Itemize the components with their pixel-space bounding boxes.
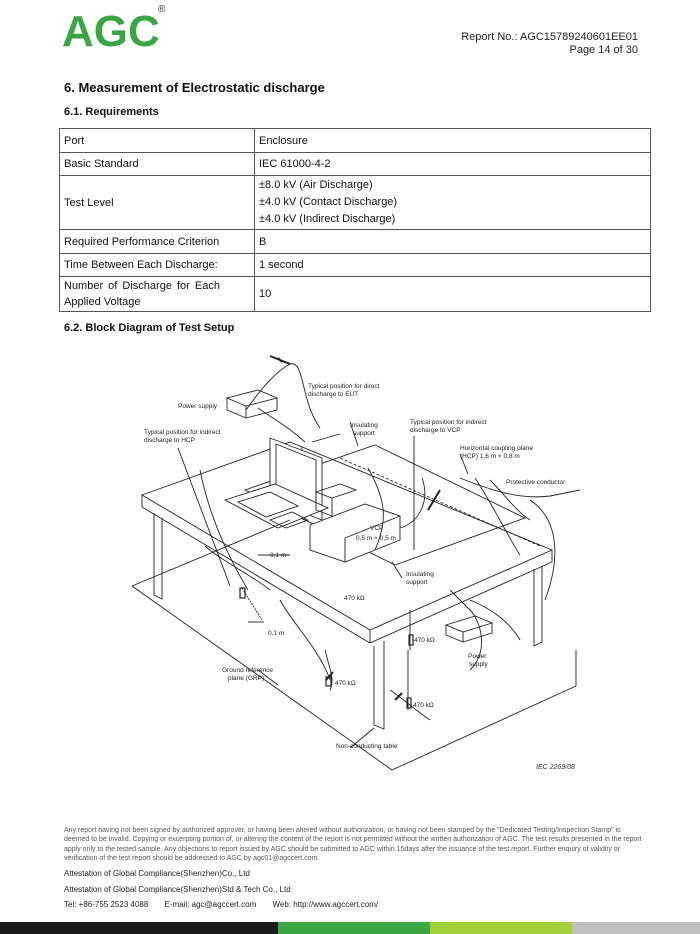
iec-figure-code: IEC 2269/08: [536, 764, 575, 771]
footer-bar-lime: [430, 922, 572, 934]
label-indirect-hcp: discharge to HCP: [144, 437, 195, 444]
label-direct-discharge: discharge to EUT: [308, 391, 358, 398]
agc-logo: AGC: [62, 10, 160, 50]
label-insulating-support: support: [406, 579, 428, 586]
company-name-2: Attestation of Global Compliance(Shenzhe…: [64, 885, 291, 894]
row-label: Required Performance Criterion: [59, 229, 255, 254]
section-title: 6. Measurement of Electrostatic discharg…: [64, 80, 325, 95]
label-vcp-size: 0,5 m × 0,5 m: [356, 535, 396, 542]
contact-tel: Tel: +86-755 2523 4088: [64, 900, 149, 909]
row-value: Enclosure: [254, 128, 651, 153]
requirements-title: 6.1. Requirements: [64, 106, 159, 118]
label-resistor: 470 kΩ: [344, 595, 365, 602]
table-leg: [153, 513, 163, 600]
test-level-contact: ±4.0 kV (Contact Discharge): [259, 196, 398, 208]
label-protective-conductor: Protective conductor: [506, 479, 566, 486]
label-resistor: 470 kΩ: [335, 680, 356, 687]
label-indirect-vcp: discharge to VCP: [410, 427, 461, 434]
contact-web[interactable]: Web: http://www.agccert.com/: [272, 900, 379, 909]
registered-mark: ®: [158, 4, 166, 15]
footer-bar-black: [0, 922, 278, 934]
row-label: Time Between Each Discharge:: [59, 253, 255, 277]
contact-email[interactable]: E-mail: agc@agccert.com: [164, 900, 257, 909]
label-indirect-vcp: Typical position for indirect: [410, 419, 487, 426]
row-label: Number of Discharge for Each Applied Vol…: [59, 276, 255, 312]
diagram-title: 6.2. Block Diagram of Test Setup: [64, 322, 235, 334]
footer-bar-gray: [572, 922, 700, 934]
label-power-supply-right: supply: [469, 661, 489, 668]
company-name-1: Attestation of Global Compliance(Shenzhe…: [64, 869, 250, 878]
table-row: Time Between Each Discharge: 1 second: [59, 253, 651, 277]
power-supply-right: [444, 615, 494, 633]
logo-text: AGC: [62, 10, 160, 50]
table-row: Number of Discharge for Each Applied Vol…: [59, 276, 651, 312]
contact-line: Tel: +86-755 2523 4088 E-mail: agc@agcce…: [64, 900, 392, 909]
power-supply-top: [225, 389, 279, 407]
label-hcp: Horizontal coupling plane: [460, 445, 533, 452]
row-label: Test Level: [59, 175, 255, 230]
disclaimer-text: Any report having not been signed by aut…: [64, 827, 642, 862]
page-number: Page 14 of 30: [569, 44, 638, 56]
grp-plane: [131, 519, 577, 771]
label-vcp: VCP: [370, 525, 383, 532]
row-value: IEC 61000-4-2: [254, 152, 651, 176]
table-leg: [533, 566, 543, 647]
table-row: Required Performance Criterion B: [59, 229, 651, 254]
label-resistor: 470 kΩ: [413, 702, 434, 709]
label-resistor: 470 kΩ: [414, 637, 435, 644]
label-insulating-support: Insulating: [406, 571, 434, 578]
requirements-table: Port Enclosure Basic Standard IEC 61000-…: [59, 128, 651, 312]
row-label: Basic Standard: [59, 152, 255, 176]
label-insulating-support: Insulating: [350, 422, 378, 429]
label-distance: 0,1 m: [270, 552, 286, 559]
test-level-air: ±8.0 kV (Air Discharge): [259, 179, 373, 191]
report-number: Report No.: AGC15789240601EE01: [461, 31, 638, 43]
label-power-supply-right: Power: [468, 653, 487, 660]
label-grp: plane (GRP): [228, 675, 264, 682]
label-direct-discharge: Typical position for direct: [308, 383, 380, 390]
table-leg: [373, 641, 385, 730]
vcp-plane: [309, 503, 401, 563]
row-value: B: [254, 229, 651, 254]
label-indirect-hcp: Typical position for indirect: [144, 429, 221, 436]
label-power-supply-top: Power supply: [178, 403, 218, 410]
footer-bar-green: [278, 922, 430, 934]
label-grp: Ground reference: [222, 667, 273, 674]
label-insulating-support: support: [353, 430, 375, 437]
row-label: Port: [59, 128, 255, 153]
table-row: Basic Standard IEC 61000-4-2: [59, 152, 651, 176]
row-value: 10: [254, 276, 651, 312]
row-label-line: Applied Voltage: [64, 296, 141, 308]
label-distance: 0,1 m: [268, 630, 284, 637]
label-hcp: (HCP) 1,6 m × 0,8 m: [460, 453, 520, 460]
label-non-conducting-table: Non-conducting table: [336, 743, 398, 750]
row-label-line: Number of Discharge for Each: [64, 280, 220, 292]
table-row: Port Enclosure: [59, 128, 651, 153]
test-setup-diagram: Power supply Typical position for direct…: [131, 355, 580, 771]
row-value: ±8.0 kV (Air Discharge) ±4.0 kV (Contact…: [254, 175, 651, 230]
test-level-indirect: ±4.0 kV (Indirect Discharge): [259, 213, 396, 225]
table-row: Test Level ±8.0 kV (Air Discharge) ±4.0 …: [59, 175, 651, 230]
row-value: 1 second: [254, 253, 651, 277]
